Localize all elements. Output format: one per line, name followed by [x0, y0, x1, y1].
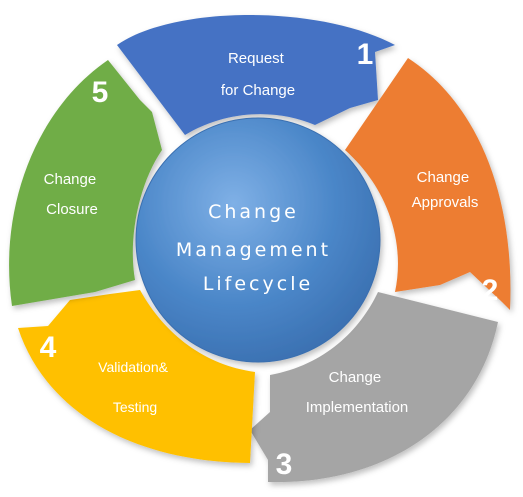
- segment-4-shape: [18, 290, 255, 463]
- segment-2-number: 2: [482, 274, 499, 307]
- segment-4-label-line-2: Testing: [113, 399, 157, 415]
- svg-text:Change Approvals: Change Approvals: [412, 169, 479, 211]
- segment-3-shape: [250, 292, 498, 483]
- center-circle: [135, 117, 381, 363]
- segment-5-label-line-2: Closure: [46, 201, 98, 218]
- segment-1-shape: [117, 15, 395, 135]
- segment-request-for-change: Request for Change 1: [117, 15, 395, 135]
- segment-4-label-line-1: Validation&: [98, 359, 168, 375]
- center-title-line-3: Lifecycle: [203, 273, 313, 295]
- center-title-line-1: Change: [208, 201, 299, 223]
- svg-text:Validation& Testing: Validation& Testing: [98, 359, 172, 415]
- segment-3-label-line-1: Change: [329, 369, 382, 386]
- segment-1-label-line-1: Request: [228, 50, 285, 67]
- segment-5-label-line-1: Change: [44, 171, 97, 188]
- segment-change-implementation: Change Implementation 3: [250, 292, 498, 483]
- svg-text:Request for Change: Request for Change: [221, 50, 295, 99]
- segment-2-label-line-1: Change: [417, 169, 470, 186]
- segment-3-label-line-2: Implementation: [306, 399, 409, 416]
- svg-text:Change Closure: Change Closure: [44, 171, 101, 218]
- segment-5-shape: [9, 60, 162, 306]
- segment-4-number: 4: [40, 331, 57, 364]
- center-title-line-2: Management: [176, 239, 331, 261]
- segment-change-approvals: Change Approvals 2: [345, 58, 511, 310]
- segment-5-number: 5: [92, 76, 109, 109]
- segment-change-closure: Change Closure 5: [9, 60, 162, 306]
- segment-3-number: 3: [276, 448, 293, 481]
- svg-text:Change Implementation: Change Implementation: [306, 369, 409, 416]
- segment-1-label-line-2: for Change: [221, 82, 295, 99]
- segment-validation-testing: Validation& Testing 4: [18, 290, 255, 463]
- segment-1-number: 1: [357, 38, 374, 71]
- segment-2-shape: [345, 58, 511, 310]
- svg-text:Change Management: Change Management Lifecycle: [176, 201, 340, 295]
- center-hub: Change Management Lifecycle: [135, 117, 381, 363]
- segment-2-label-line-2: Approvals: [412, 194, 479, 211]
